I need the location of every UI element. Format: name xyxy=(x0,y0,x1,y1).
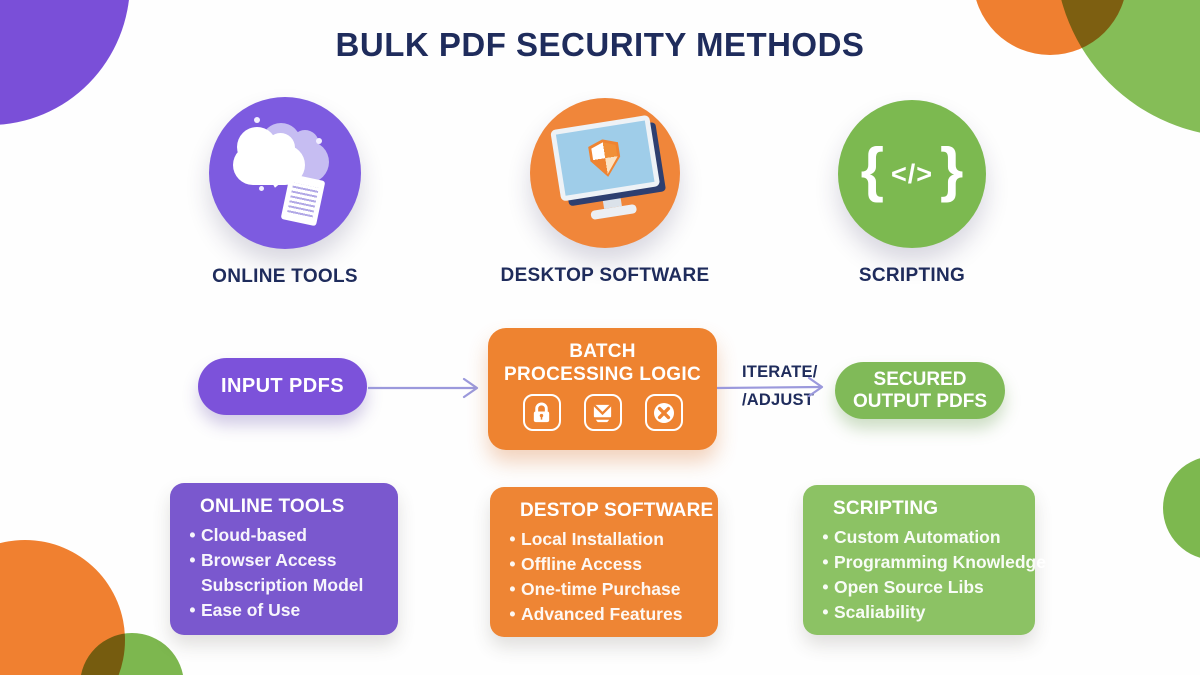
envelope-download-icon xyxy=(583,394,622,431)
list-item: •Custom Automation xyxy=(822,527,1001,547)
list-item: •Cloud-based xyxy=(189,525,307,545)
document-icon xyxy=(280,173,326,227)
card-title-online-tools: ONLINE TOOLS xyxy=(200,496,345,517)
output-label-line2: OUTPUT PDFS xyxy=(852,390,988,412)
card-desktop-software: DESTOP SOFTWARE •Local Installation •Off… xyxy=(490,487,718,637)
monitor-base xyxy=(590,203,638,221)
list-item: •Open Source Libs xyxy=(822,577,984,597)
desktop-shield-icon xyxy=(530,98,680,248)
list-item: •One-time Purchase xyxy=(509,579,681,599)
list-item: •Scaliability xyxy=(822,602,926,622)
process-title-line1: BATCH xyxy=(569,341,636,362)
card-title-desktop-software: DESTOP SOFTWARE xyxy=(520,500,714,521)
batch-processing-node: BATCH PROCESSING LOGIC xyxy=(488,328,717,450)
method-scripting: { </> } SCRIPTING xyxy=(802,100,1022,287)
method-online-tools: ONLINE TOOLS xyxy=(175,97,395,288)
process-title-line2: PROCESSING LOGIC xyxy=(504,364,701,385)
card-online-tools: ONLINE TOOLS •Cloud-based •Browser Acces… xyxy=(170,483,398,635)
shield-icon xyxy=(586,137,624,180)
secured-output-node: SECURED OUTPUT PDFS xyxy=(835,362,1005,419)
iterate-label-line2: /ADJUST xyxy=(742,391,814,409)
iterate-label-line1: ITERATE/ xyxy=(742,363,818,381)
card-title-scripting: SCRIPTING xyxy=(833,498,939,519)
card-scripting: SCRIPTING •Custom Automation •Programmin… xyxy=(803,485,1046,635)
lock-icon xyxy=(522,394,561,431)
code-braces-icon: { </> } xyxy=(838,100,986,248)
list-item: •Offline Access xyxy=(509,554,642,574)
list-item: •Browser Access xyxy=(189,550,337,570)
decorative-circle-green-right xyxy=(1163,456,1200,560)
method-desktop-software: DESKTOP SOFTWARE xyxy=(495,98,715,287)
list-item: •Ease of Use xyxy=(189,600,301,620)
output-label-line1: SECURED xyxy=(873,368,967,390)
flow-arrow-input-to-process xyxy=(368,377,479,399)
list-item: •Programming Knowledge xyxy=(822,552,1046,572)
method-label-desktop-software: DESKTOP SOFTWARE xyxy=(500,265,710,286)
list-item: •Local Installation xyxy=(509,529,664,549)
list-item: Subscription Model xyxy=(201,575,364,595)
input-pdfs-node: INPUT PDFS xyxy=(198,358,367,415)
method-label-online-tools: ONLINE TOOLS xyxy=(212,266,358,287)
page-title: BULK PDF SECURITY METHODS xyxy=(335,26,865,63)
method-label-scripting: SCRIPTING xyxy=(858,265,966,286)
cloud-download-document-icon xyxy=(209,97,361,249)
cancel-x-icon xyxy=(644,394,683,431)
flow-arrow-process-to-output xyxy=(716,376,824,398)
input-pdfs-label: INPUT PDFS xyxy=(221,375,344,397)
monitor-screen xyxy=(550,114,661,202)
list-item: •Advanced Features xyxy=(509,604,683,624)
